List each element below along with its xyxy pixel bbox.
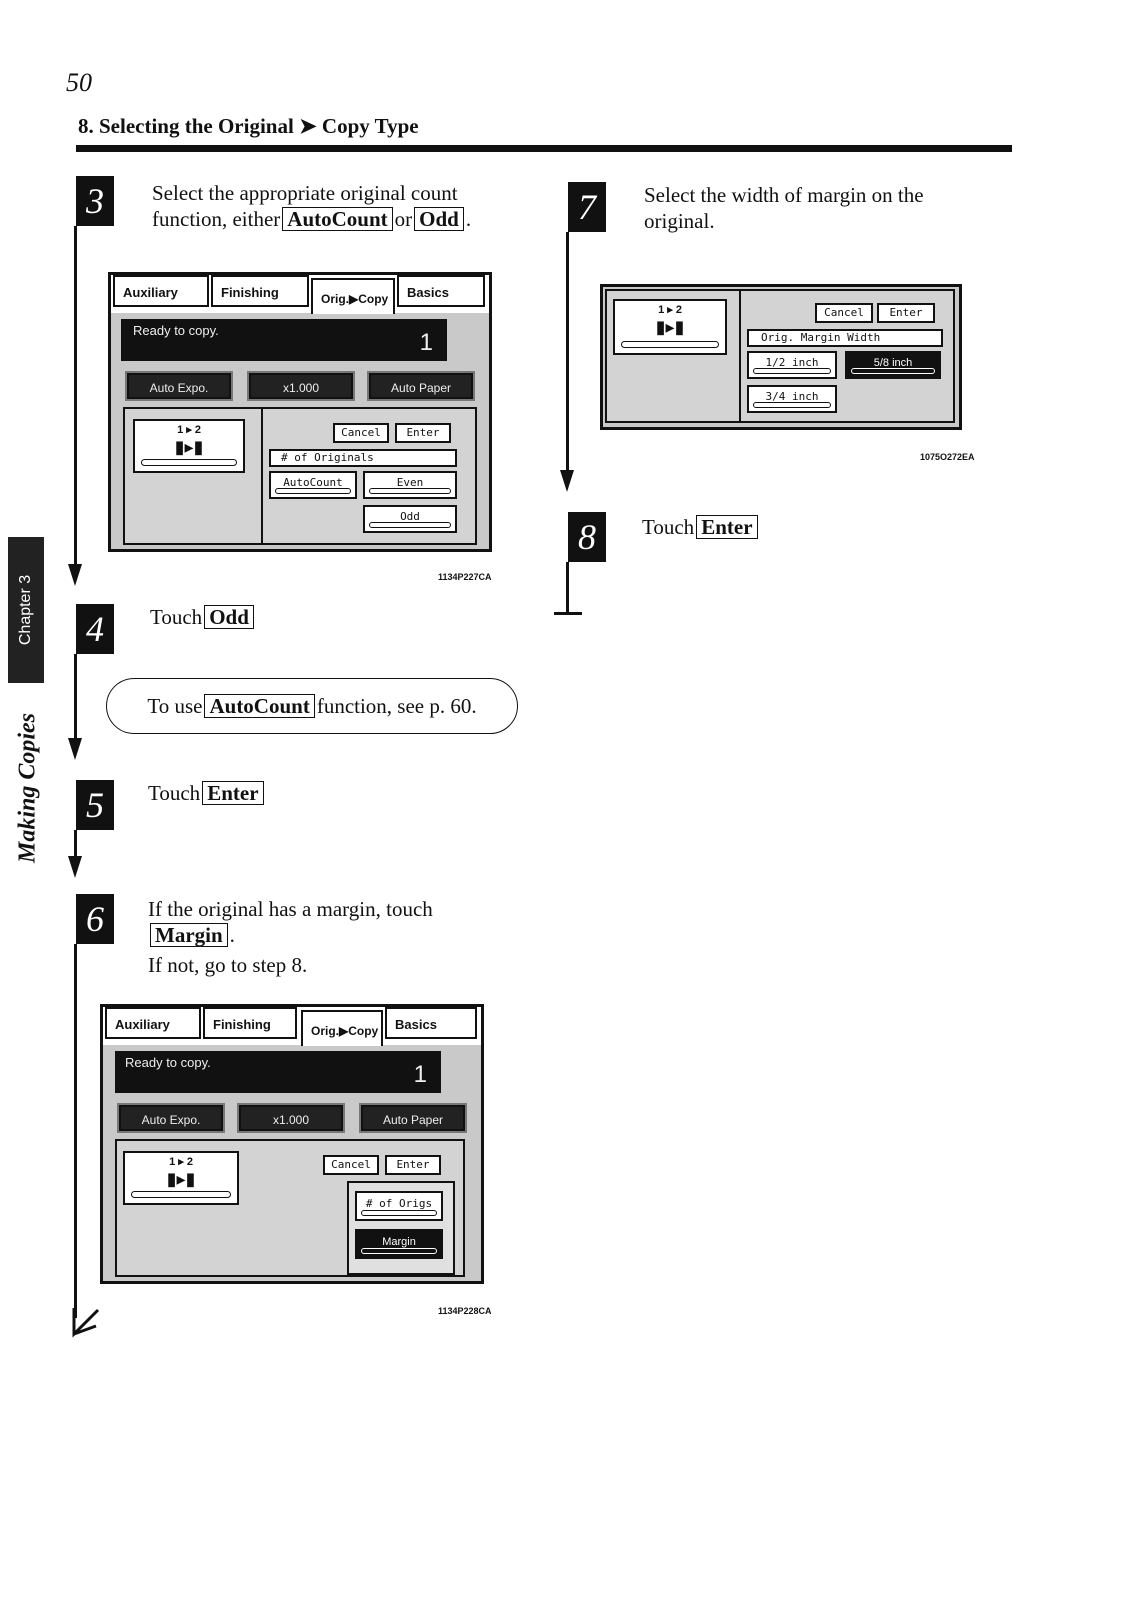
autocount-key: AutoCount bbox=[282, 207, 393, 231]
auto-paper-button[interactable]: Auto Paper bbox=[367, 371, 475, 401]
step-3-line bbox=[74, 226, 77, 566]
autocount-button[interactable]: AutoCount bbox=[269, 471, 357, 499]
status-display: Ready to copy. 1 bbox=[115, 1051, 441, 1093]
margin-five-eighths-button[interactable]: 5/8 inch bbox=[845, 351, 941, 379]
auto-paper-button[interactable]: Auto Paper bbox=[359, 1103, 467, 1133]
status-text: Ready to copy. bbox=[125, 1055, 211, 1070]
tab-basics[interactable]: Basics bbox=[397, 275, 485, 307]
copy-mode-icon: ▮▸▮ bbox=[655, 317, 685, 337]
step-4-number: 4 bbox=[76, 604, 114, 654]
cancel-button[interactable]: Cancel bbox=[815, 303, 873, 323]
autocount-key-2: AutoCount bbox=[204, 694, 315, 718]
copy-mode-button[interactable]: 1 ▸ 2 ▮▸▮ bbox=[613, 299, 727, 355]
step-6-line bbox=[74, 944, 77, 1318]
control-panel-1: Auxiliary Finishing Orig.▶Copy Basics Re… bbox=[108, 272, 492, 552]
margin-key: Margin bbox=[150, 923, 228, 947]
copy-mode-button[interactable]: 1 ▸ 2 ▮▸▮ bbox=[123, 1151, 239, 1205]
step-6-arrow bbox=[72, 1308, 100, 1338]
even-button[interactable]: Even bbox=[363, 471, 457, 499]
margin-width-area: Cancel Enter Orig. Margin Width 1/2 inch… bbox=[739, 289, 955, 423]
step-7-number: 7 bbox=[568, 182, 606, 232]
chapter-tab: Chapter 3 bbox=[8, 537, 44, 683]
step-4-arrow bbox=[68, 738, 82, 760]
step-8-number: 8 bbox=[568, 512, 606, 562]
enter-key-2: Enter bbox=[696, 515, 758, 539]
step-8-end-mark bbox=[554, 612, 582, 615]
step-3-text: Select the appropriate original count fu… bbox=[152, 181, 472, 231]
section-side-label: Making Copies bbox=[14, 712, 41, 864]
enter-button[interactable]: Enter bbox=[395, 423, 451, 443]
step-6-text: If the original has a margin, touch Marg… bbox=[148, 897, 433, 977]
step-3-number: 3 bbox=[76, 176, 114, 226]
cancel-button[interactable]: Cancel bbox=[333, 423, 389, 443]
status-text: Ready to copy. bbox=[133, 323, 219, 338]
copy-count: 1 bbox=[413, 1061, 427, 1088]
step-5-number: 5 bbox=[76, 780, 114, 830]
margin-half-inch-button[interactable]: 1/2 inch bbox=[747, 351, 837, 379]
margin-button[interactable]: Margin bbox=[355, 1229, 443, 1259]
step-5-arrow bbox=[68, 856, 82, 878]
tab-orig-copy[interactable]: Orig.▶Copy bbox=[301, 1010, 383, 1046]
originals-title: # of Originals bbox=[269, 449, 457, 467]
originals-button[interactable]: # of Origs bbox=[355, 1191, 443, 1221]
figure-caption-2: 1134P228CA bbox=[438, 1306, 492, 1316]
figure-caption-1: 1134P227CA bbox=[438, 572, 492, 582]
enter-button[interactable]: Enter bbox=[877, 303, 935, 323]
section-title: 8. Selecting the Original ➤ Copy Type bbox=[78, 114, 419, 138]
odd-key: Odd bbox=[414, 207, 464, 231]
step-3-arrow bbox=[68, 564, 82, 586]
chapter-tab-label: Chapter 3 bbox=[17, 574, 34, 646]
copy-mode-label: 1 ▸ 2 bbox=[169, 1156, 193, 1168]
copy-mode-area: 1 ▸ 2 ▮▸▮ bbox=[605, 289, 741, 423]
margin-three-quarter-button[interactable]: 3/4 inch bbox=[747, 385, 837, 413]
step-5-line bbox=[74, 830, 77, 858]
tab-auxiliary[interactable]: Auxiliary bbox=[105, 1007, 201, 1039]
auto-expo-button[interactable]: Auto Expo. bbox=[117, 1103, 225, 1133]
control-panel-2: Auxiliary Finishing Orig.▶Copy Basics Re… bbox=[100, 1004, 484, 1284]
status-display: Ready to copy. 1 bbox=[121, 319, 447, 361]
tab-finishing[interactable]: Finishing bbox=[203, 1007, 297, 1039]
copy-mode-icon: ▮▸▮ bbox=[166, 1169, 196, 1189]
page-number: 50 bbox=[66, 68, 92, 97]
copy-count: 1 bbox=[419, 329, 433, 356]
step-8-line bbox=[566, 562, 569, 614]
auto-expo-button[interactable]: Auto Expo. bbox=[125, 371, 233, 401]
tab-orig-copy[interactable]: Orig.▶Copy bbox=[311, 278, 395, 314]
copy-mode-label: 1 ▸ 2 bbox=[177, 424, 201, 436]
zoom-button[interactable]: x1.000 bbox=[247, 371, 355, 401]
copy-type-area: 1 ▸ 2 ▮▸▮ Cancel Enter # of Origs Margin bbox=[115, 1139, 465, 1277]
tab-basics[interactable]: Basics bbox=[385, 1007, 477, 1039]
cancel-button[interactable]: Cancel bbox=[323, 1155, 379, 1175]
step-7-arrow bbox=[560, 470, 574, 492]
odd-button[interactable]: Odd bbox=[363, 505, 457, 533]
tab-finishing[interactable]: Finishing bbox=[211, 275, 309, 307]
copy-mode-icon: ▮▸▮ bbox=[174, 437, 204, 457]
figure-caption-3: 1075O272EA bbox=[920, 452, 975, 462]
step-4-line bbox=[74, 654, 77, 740]
header-rule bbox=[76, 145, 1012, 152]
odd-key-2: Odd bbox=[204, 605, 254, 629]
margin-options: # of Origs Margin bbox=[347, 1181, 455, 1275]
enter-button[interactable]: Enter bbox=[385, 1155, 441, 1175]
copy-mode-area: 1 ▸ 2 ▮▸▮ bbox=[123, 407, 263, 545]
copy-mode-button[interactable]: 1 ▸ 2 ▮▸▮ bbox=[133, 419, 245, 473]
tab-auxiliary[interactable]: Auxiliary bbox=[113, 275, 209, 307]
control-panel-3: 1 ▸ 2 ▮▸▮ Cancel Enter Orig. Margin Widt… bbox=[600, 284, 962, 430]
enter-key: Enter bbox=[202, 781, 264, 805]
margin-width-title: Orig. Margin Width bbox=[747, 329, 943, 347]
zoom-button[interactable]: x1.000 bbox=[237, 1103, 345, 1133]
step-7-text: Select the width of margin on the origin… bbox=[644, 183, 924, 233]
copy-mode-label: 1 ▸ 2 bbox=[658, 304, 682, 316]
original-count-area: Cancel Enter # of Originals AutoCount Ev… bbox=[261, 407, 477, 545]
step-7-line bbox=[566, 232, 569, 472]
step-6-number: 6 bbox=[76, 894, 114, 944]
